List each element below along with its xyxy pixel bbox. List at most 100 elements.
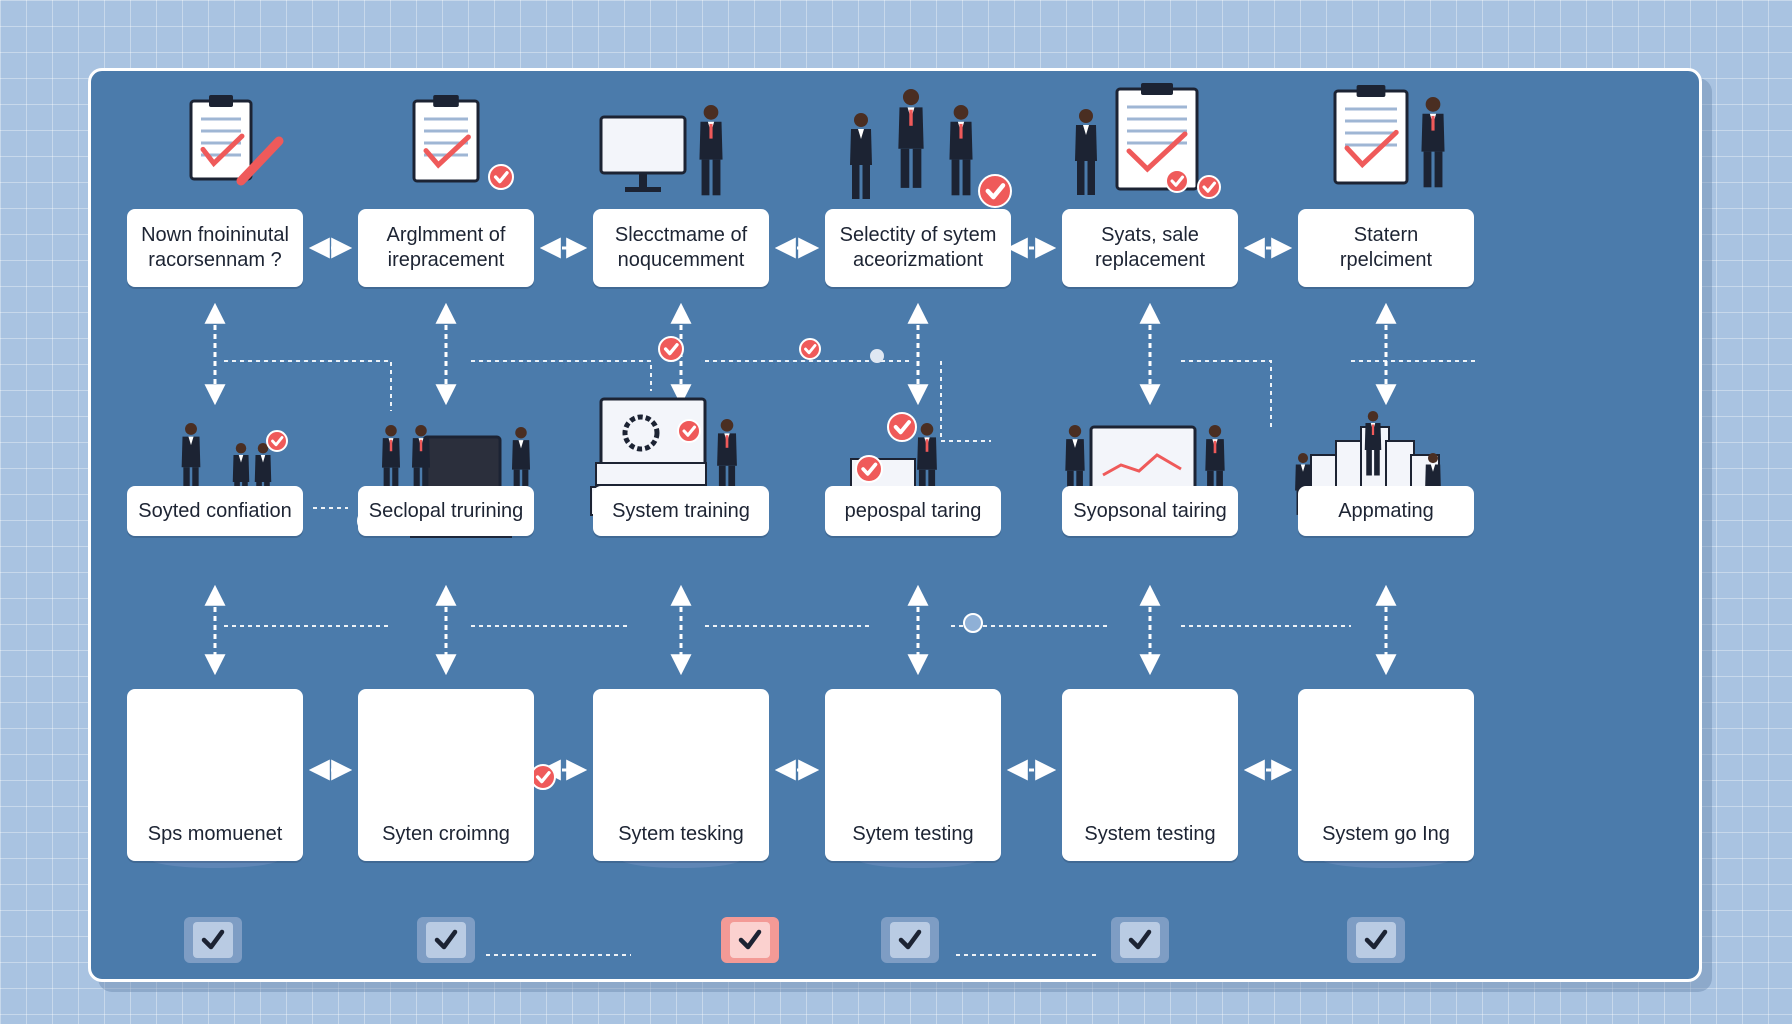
clipboard-check [200, 133, 245, 168]
person-head [720, 419, 734, 432]
clipboard-icon [412, 95, 480, 183]
person-head [1367, 411, 1379, 422]
check-badge-mark [271, 436, 284, 447]
clipboard-clip [1141, 83, 1173, 95]
check-badge-mark [804, 344, 817, 355]
clipboard-clip [209, 95, 233, 107]
check-badge-mark [1170, 175, 1185, 187]
check-badge-circle [855, 455, 883, 483]
check-badge-circle [530, 764, 556, 790]
status-check-2[interactable] [417, 917, 475, 963]
clipboard-check [423, 134, 471, 169]
person-head [703, 105, 719, 120]
person-tie [909, 109, 913, 126]
check-badge-mark [985, 183, 1006, 200]
person-figure [181, 423, 201, 497]
check-badge-icon [887, 412, 917, 442]
check-badge-icon [978, 174, 1012, 208]
step-system-configuration[interactable]: Soyted confiation [127, 486, 303, 536]
checklist-icon [1115, 83, 1199, 191]
person-tie [709, 123, 713, 139]
step-appmating[interactable]: Appmating [1298, 486, 1474, 536]
status-check-3-current[interactable] [721, 917, 779, 963]
person-head [1208, 425, 1222, 438]
person-collar [188, 436, 194, 446]
clipboard-sheet [412, 99, 480, 183]
person-figure [1205, 425, 1225, 501]
step-system-testing[interactable]: Sytem testing [825, 689, 1001, 861]
person-head [1427, 453, 1439, 464]
check-badge-icon [677, 419, 701, 443]
check-badge-icon [530, 764, 556, 790]
person-leg [513, 469, 520, 498]
check-badge-icon [266, 430, 288, 452]
step-label: Syten croimng [382, 823, 510, 845]
clipboard-icon [189, 95, 253, 181]
check-badge-icon [1197, 175, 1221, 199]
step-sysoperational-training[interactable]: Syopsonal tairing [1062, 486, 1238, 536]
check-badge-circle [978, 174, 1012, 208]
check-badge-mark [682, 425, 697, 437]
step-system-go-live[interactable]: System go Ing [1298, 689, 1474, 861]
person-tie [419, 439, 423, 452]
person-leg [1434, 151, 1443, 188]
person-leg [1374, 450, 1380, 476]
person-torso [917, 437, 937, 470]
status-check-1[interactable] [184, 917, 242, 963]
person-torso [254, 455, 272, 482]
person-torso [850, 129, 872, 165]
person-collar [1430, 464, 1436, 472]
status-check-6[interactable] [1347, 917, 1405, 963]
checkmark-icon [1128, 929, 1152, 950]
person-tie [925, 439, 929, 452]
step-personal-training[interactable]: Seclopal trurining [358, 486, 534, 536]
person-head [185, 423, 197, 435]
person-head [953, 105, 969, 120]
person-torso [1364, 423, 1382, 450]
check-badge-icon [799, 338, 821, 360]
step-label: Sytem tesking [618, 823, 744, 845]
person-collar [1300, 464, 1306, 472]
person-figure [717, 419, 737, 497]
status-check-5[interactable] [1111, 917, 1169, 963]
connector-node-dot [963, 613, 983, 633]
person-collar [260, 455, 266, 463]
step-system-monument[interactable]: Sps momuenet [127, 689, 303, 861]
step-label: pepospal taring [844, 499, 982, 522]
person-figure [699, 105, 723, 196]
step-personal-training-2[interactable]: pepospal taring [825, 486, 1001, 536]
check-badge-circle [488, 164, 514, 190]
person-leg [951, 159, 960, 196]
person-head [515, 427, 527, 439]
check-badge-icon [488, 164, 514, 190]
person-tie [1213, 440, 1217, 454]
step-system-testing-2[interactable]: System testing [1062, 689, 1238, 861]
check-badge-circle [799, 338, 821, 360]
step-label: System go Ing [1322, 823, 1450, 845]
check-badge-circle [266, 430, 288, 452]
person-tie [725, 435, 729, 448]
checkmark-icon [898, 929, 922, 950]
clipboard-sheet [189, 99, 253, 181]
person-figure [1075, 109, 1097, 195]
gear-icon [622, 414, 660, 452]
person-leg [912, 148, 922, 188]
check-badge-circle [887, 412, 917, 442]
step-system-tasking[interactable]: Sytem tesking [593, 689, 769, 861]
step-system-training[interactable]: System training [593, 486, 769, 536]
clipboard-clip [433, 95, 459, 107]
status-check-4[interactable] [881, 917, 939, 963]
person-collar [1083, 125, 1089, 135]
step-system-croiming[interactable]: Syten croimng [358, 689, 534, 861]
person-leg [862, 165, 870, 199]
check-badge-icon [1165, 169, 1189, 193]
person-leg [1216, 470, 1223, 501]
